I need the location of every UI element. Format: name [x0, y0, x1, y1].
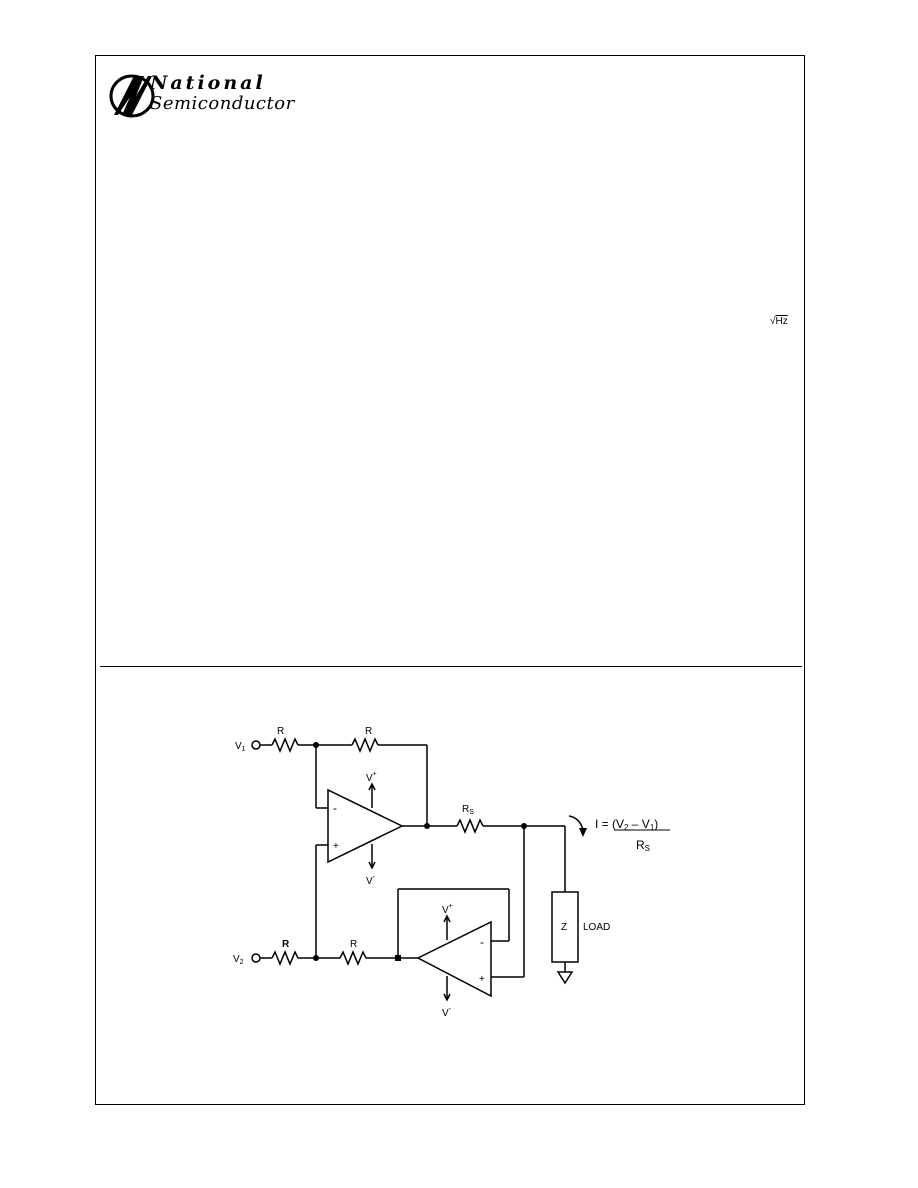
hz-unit: Hz: [775, 316, 788, 327]
load-z-label: Z: [561, 922, 567, 933]
opamp1-vplus-label: V+: [366, 771, 377, 784]
resistor-r2-label: R: [365, 726, 372, 737]
sense-resistor-label: RS: [462, 804, 474, 816]
page-frame: [95, 55, 805, 1105]
opamp2-vplus-label: V+: [442, 903, 453, 916]
load-label: LOAD: [583, 922, 610, 933]
opamp1-vminus-label: V-: [366, 874, 376, 887]
logo-wordmark: National Semiconductor: [150, 72, 295, 114]
resistor-r1-label: R: [277, 726, 284, 737]
current-formula-denominator: RS: [636, 838, 650, 853]
national-semiconductor-logo-icon: [109, 74, 155, 118]
opamp2-vminus-label: V-: [442, 1006, 452, 1019]
logo-line-national: National: [150, 72, 266, 94]
opamp2-inverting-label: -: [480, 935, 484, 949]
opamp1-inverting-label: -: [333, 801, 337, 815]
opamp2-noninverting-label: +: [479, 974, 485, 985]
section-divider: [100, 666, 802, 667]
logo-line-semiconductor: Semiconductor: [150, 93, 295, 114]
resistor-r4-label: R: [350, 939, 357, 950]
sqrt-symbol: √: [770, 316, 776, 327]
input-v2-label: V2: [233, 954, 244, 966]
opamp1-noninverting-label: +: [333, 841, 339, 852]
input-v1-label: V1: [235, 741, 246, 753]
current-formula-numerator: I = (V2 – V1): [595, 817, 658, 832]
sqrt-hz-unit: √Hz: [770, 316, 788, 327]
resistor-r3-label: R: [282, 939, 290, 950]
